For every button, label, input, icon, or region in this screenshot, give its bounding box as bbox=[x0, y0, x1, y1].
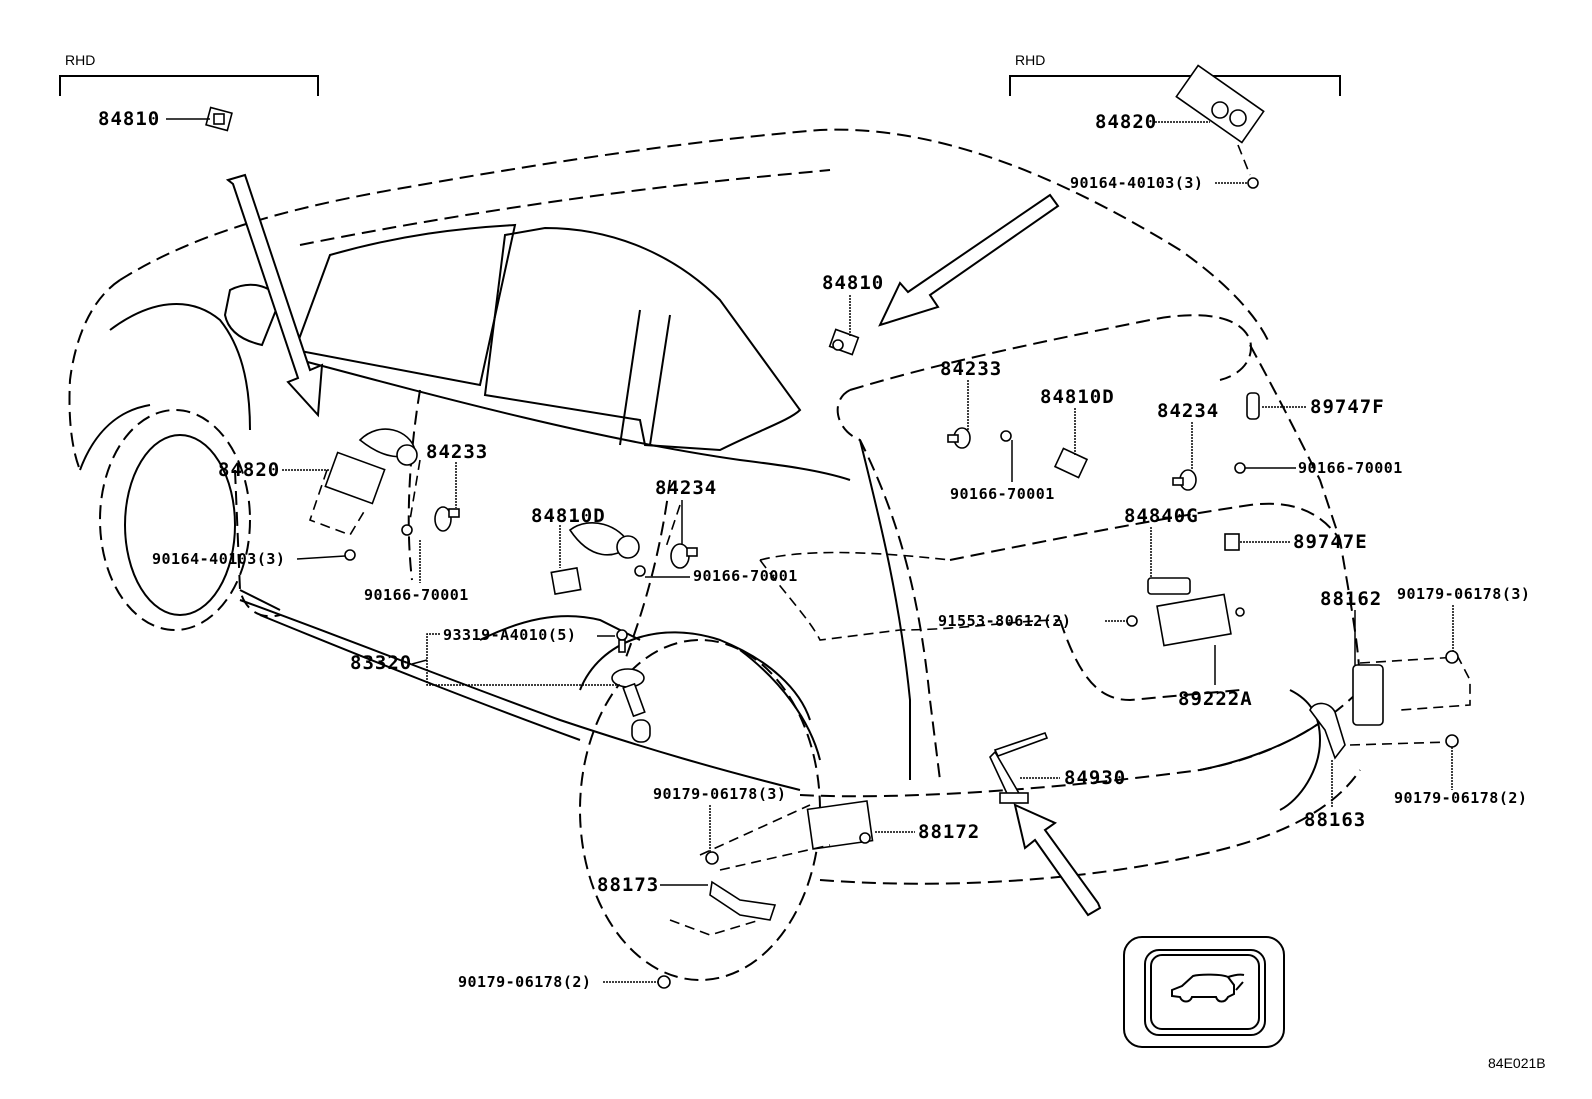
callout-c14: 84233 bbox=[940, 358, 1002, 380]
callout-c10: 84234 bbox=[655, 477, 717, 499]
screw-c22-icon bbox=[1126, 615, 1138, 627]
callout-c30: 88172 bbox=[918, 821, 980, 843]
rhd-bracket-right: RHD bbox=[1009, 52, 1341, 96]
callout-c12: 93319-A4010(5) bbox=[443, 626, 576, 644]
callout-c03: 90164-40103(3) bbox=[1070, 174, 1203, 192]
courtesy-switch-84233-front-icon bbox=[434, 506, 460, 532]
sensor-84810D-rear-icon bbox=[550, 566, 582, 596]
callout-c25: 90179-06178(3) bbox=[1397, 585, 1530, 603]
callout-c18: 89747F bbox=[1310, 396, 1385, 418]
callout-c16: 90166-70001 bbox=[950, 485, 1055, 503]
callout-c27: 88163 bbox=[1304, 809, 1366, 831]
callout-c06: 84233 bbox=[426, 441, 488, 463]
ecu-88172-icon bbox=[806, 800, 874, 850]
callout-c13: 83320 bbox=[350, 652, 412, 674]
screw-c08-icon bbox=[401, 524, 413, 536]
master-switch-84820-rhd-icon bbox=[1175, 64, 1265, 144]
rhd-note-left: RHD bbox=[65, 52, 95, 68]
master-switch-84820-front-icon bbox=[308, 451, 386, 536]
nut-c25-icon bbox=[1445, 650, 1459, 664]
screw-c16-icon bbox=[1000, 430, 1012, 442]
rhd-bracket-left: RHD bbox=[59, 52, 319, 96]
courtesy-switch-84234-rear-icon bbox=[670, 543, 698, 569]
courtesy-switch-84234-back-icon bbox=[1172, 469, 1197, 491]
inset-back-door-switch bbox=[1123, 936, 1285, 1048]
ecu-89222A-icon bbox=[1156, 593, 1245, 647]
bracket-88173-icon bbox=[709, 880, 777, 921]
leader-lines bbox=[166, 118, 1454, 983]
sensor-84810D-back-icon bbox=[1053, 447, 1089, 479]
nut-c29-icon bbox=[705, 851, 719, 865]
parts bbox=[205, 64, 1471, 989]
screw-c07-icon bbox=[344, 549, 356, 561]
power-back-door-switch-icon bbox=[1171, 973, 1245, 1003]
callout-c31: 88173 bbox=[597, 874, 659, 896]
radar-sensor-88162-icon bbox=[1352, 664, 1384, 726]
rhd-note-right: RHD bbox=[1015, 52, 1045, 68]
callout-c11: 90166-70001 bbox=[693, 567, 798, 585]
sensor-84810-rhd-icon bbox=[205, 106, 233, 132]
callout-c23: 89222A bbox=[1178, 688, 1253, 710]
arrow-front-door-icon bbox=[225, 173, 324, 418]
height-sensor-84930-icon bbox=[989, 731, 1049, 804]
callout-c07: 90164-40103(3) bbox=[152, 550, 285, 568]
arrow-back-door-icon bbox=[878, 193, 1060, 327]
diagram-code: 84E021B bbox=[1488, 1055, 1546, 1071]
callout-c29: 90179-06178(3) bbox=[653, 785, 786, 803]
callout-c04: 84810 bbox=[822, 272, 884, 294]
courtesy-switch-84233-back-icon bbox=[947, 427, 971, 449]
callout-c20: 84840G bbox=[1124, 505, 1199, 527]
callout-labels: 84810 84820 90164-40103(3) 84810 84820 8… bbox=[98, 108, 1530, 991]
callout-c08: 90166-70001 bbox=[364, 586, 469, 604]
pointer-arrows bbox=[225, 173, 1102, 917]
callout-c02: 84820 bbox=[1095, 111, 1157, 133]
callout-c15: 84810D bbox=[1040, 386, 1115, 408]
callout-c05: 84820 bbox=[218, 459, 280, 481]
fuel-lid-opener-83320-icon bbox=[611, 668, 646, 718]
switch-84840G-icon bbox=[1147, 577, 1191, 595]
screw-c11-icon bbox=[634, 565, 646, 577]
callout-c01: 84810 bbox=[98, 108, 160, 130]
screw-c03-icon bbox=[1247, 177, 1259, 189]
vehicle-outline bbox=[68, 128, 1361, 981]
callout-c24: 88162 bbox=[1320, 588, 1382, 610]
callout-c22: 91553-80612(2) bbox=[938, 612, 1071, 630]
nut-c32-icon bbox=[657, 975, 671, 989]
callout-c17: 84234 bbox=[1157, 400, 1219, 422]
sensor-89747E-icon bbox=[1224, 533, 1240, 551]
arrow-bumper-icon bbox=[1013, 803, 1102, 917]
screw-93319-icon bbox=[616, 629, 628, 653]
callout-c26: 90179-06178(2) bbox=[1394, 789, 1527, 807]
callout-c28: 84930 bbox=[1064, 767, 1126, 789]
fuel-lid-cap-icon bbox=[631, 719, 651, 743]
bracket-88163-icon bbox=[1309, 702, 1346, 760]
callout-c32: 90179-06178(2) bbox=[458, 973, 591, 991]
screw-c19-icon bbox=[1234, 462, 1246, 474]
sensor-89747F-icon bbox=[1246, 392, 1260, 420]
sensor-84810-roof-icon bbox=[828, 328, 860, 356]
callout-c19: 90166-70001 bbox=[1298, 459, 1403, 477]
callout-c09: 84810D bbox=[531, 505, 606, 527]
callout-c21: 89747E bbox=[1293, 531, 1368, 553]
nut-c26-icon bbox=[1445, 734, 1459, 748]
